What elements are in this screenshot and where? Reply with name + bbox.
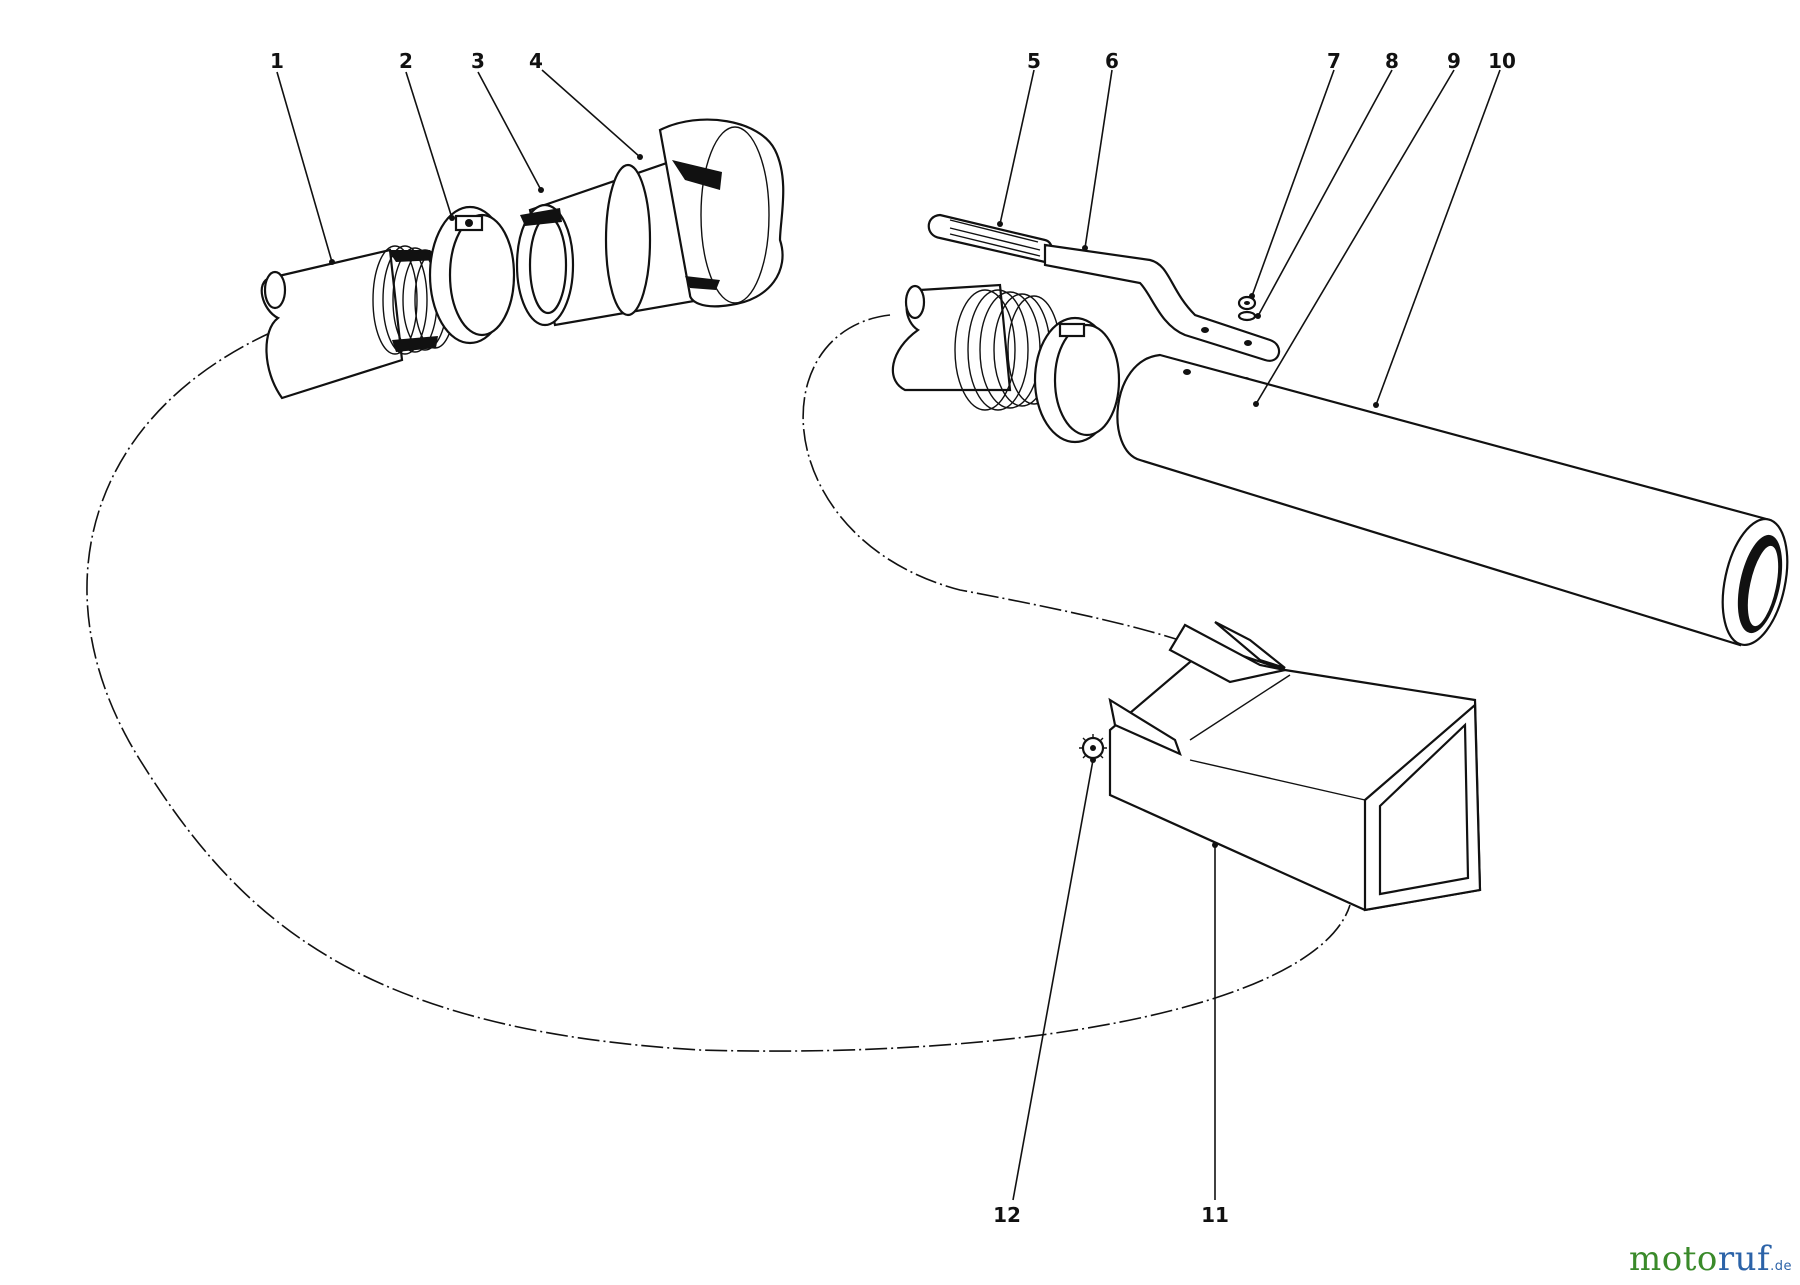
callout-3: 3 <box>471 49 485 73</box>
leader-12 <box>1012 759 1094 1201</box>
callout-1: 1 <box>270 49 284 73</box>
callout-2: 2 <box>399 49 413 73</box>
leader-9 <box>1255 69 1455 405</box>
right-hose-end <box>891 283 1121 444</box>
leader-2 <box>405 71 453 219</box>
leader-6 <box>1084 69 1113 249</box>
part-3-adapter <box>515 153 702 327</box>
hose-routing-line-right <box>802 314 1231 661</box>
leader-10 <box>1375 69 1501 406</box>
leader-lines <box>276 69 1501 1201</box>
watermark-text-a: moto <box>1629 1239 1718 1279</box>
leader-4 <box>541 69 641 158</box>
leader-7 <box>1251 69 1335 297</box>
watermark-logo: motoruf.de <box>1629 1239 1792 1279</box>
part-2-hose-clamp <box>428 205 516 345</box>
watermark-tld: .de <box>1770 1259 1792 1274</box>
part-6-handle-bar <box>1043 243 1281 362</box>
part-7-nut <box>1237 295 1257 311</box>
part-10-tube <box>1116 353 1789 647</box>
part-8-washer <box>1237 310 1257 322</box>
callout-numbers: 1 2 3 4 5 6 7 8 9 10 11 12 <box>270 49 1516 1227</box>
callout-4: 4 <box>529 49 543 73</box>
part-4-flange <box>658 118 785 308</box>
part-11-nozzle <box>1108 621 1482 912</box>
callout-9: 9 <box>1447 49 1461 73</box>
callout-6: 6 <box>1105 49 1119 73</box>
callout-12: 12 <box>993 1203 1021 1227</box>
callout-7: 7 <box>1327 49 1341 73</box>
part-1-hose-end <box>260 245 456 400</box>
watermark-text-b: ruf <box>1717 1239 1771 1279</box>
callout-11: 11 <box>1201 1203 1229 1227</box>
part-5-grip <box>927 213 1054 264</box>
leader-8 <box>1257 69 1393 317</box>
leader-5 <box>999 69 1035 225</box>
leader-3 <box>477 71 542 191</box>
hose-routing-line <box>86 331 1351 1052</box>
callout-8: 8 <box>1385 49 1399 73</box>
leader-1 <box>276 71 333 263</box>
callout-5: 5 <box>1027 49 1041 73</box>
callout-10: 10 <box>1488 49 1516 73</box>
